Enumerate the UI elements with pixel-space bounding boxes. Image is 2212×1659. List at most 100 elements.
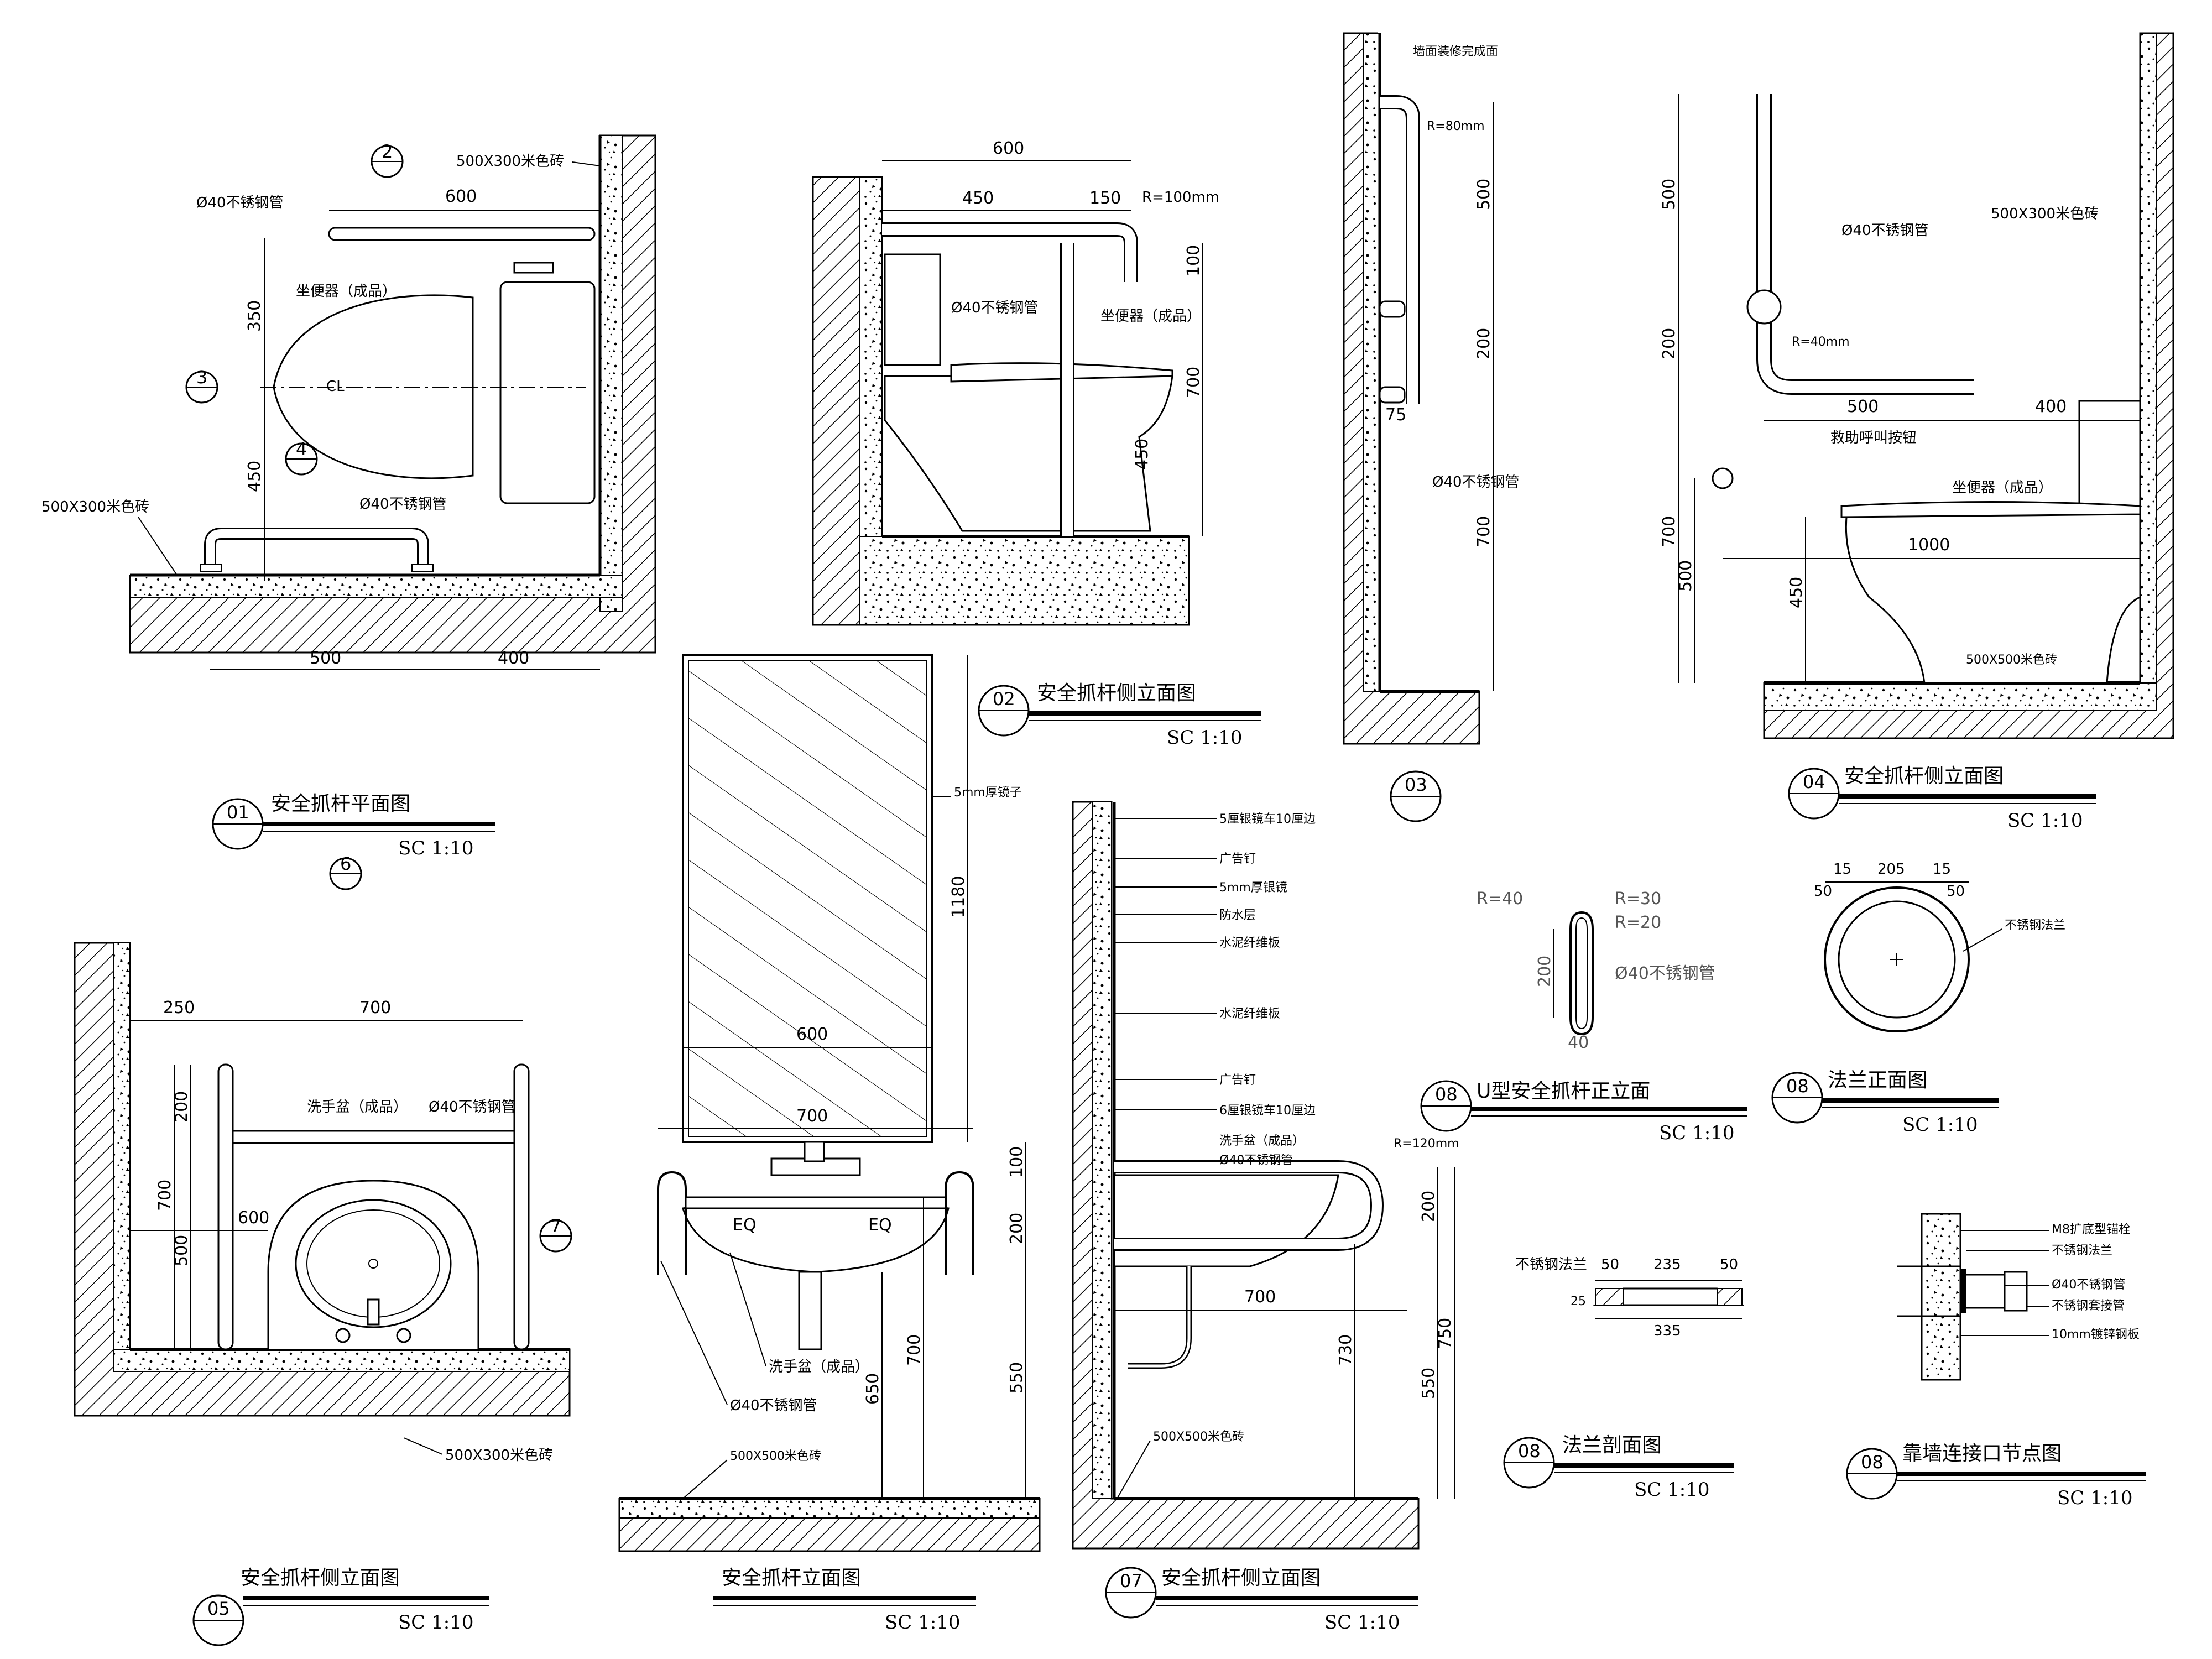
eq-right: EQ	[868, 1215, 892, 1235]
dim-200: 200	[1474, 328, 1494, 359]
dim-100: 100	[1007, 1146, 1026, 1178]
label-flange: 不锈钢法兰	[2005, 919, 2065, 932]
dim-550: 550	[1419, 1368, 1438, 1399]
title-block-06: 安全抓杆立面图 SC 1:10	[713, 1567, 976, 1634]
svg-text:SC 1:10: SC 1:10	[1659, 1122, 1734, 1144]
drawing-07-side-elevation: 700 200 550 730 750 5厘银镜车10厘边 广告钉 5mm厚银镜…	[1072, 801, 1459, 1634]
svg-text:05: 05	[207, 1598, 230, 1619]
dim-200: 200	[1007, 1213, 1026, 1244]
svg-text:08: 08	[1786, 1076, 1809, 1097]
label-7: 广告钉	[1219, 1073, 1256, 1087]
label-tile: 500X300米色砖	[1991, 206, 2099, 222]
dim-200: 200	[1535, 956, 1554, 987]
dim-500: 500	[310, 649, 341, 668]
svg-text:安全抓杆侧立面图: 安全抓杆侧立面图	[1844, 765, 2004, 787]
svg-text:6: 6	[340, 853, 351, 874]
dim-50a: 50	[1601, 1256, 1619, 1273]
label-8: 6厘银镜车10厘边	[1219, 1104, 1316, 1118]
label-r30: R=30	[1615, 889, 1661, 909]
label-finish: 墙面装修完成面	[1413, 45, 1498, 59]
label-2: 不锈钢法兰	[2052, 1244, 2112, 1258]
dim-500: 500	[1660, 179, 1679, 210]
dim-450: 450	[962, 189, 994, 208]
svg-text:08: 08	[1435, 1084, 1458, 1105]
svg-text:安全抓杆侧立面图: 安全抓杆侧立面图	[241, 1567, 400, 1589]
dim-50b: 50	[1947, 883, 1965, 900]
svg-text:2: 2	[382, 141, 393, 162]
label-pipe-bottom: Ø40不锈钢管	[359, 496, 447, 513]
dim-75: 75	[1385, 405, 1406, 425]
drawing-06-front-elevation: 1180 600 700 100 200 550 650 700 5mm厚镜子 …	[618, 654, 1041, 1634]
label-toilet: 坐便器（成品）	[1952, 479, 2053, 496]
section-mark-2: 2	[371, 141, 404, 178]
dim-500c: 500	[1847, 397, 1879, 416]
dim-600: 600	[238, 1208, 269, 1228]
svg-text:SC 1:10: SC 1:10	[398, 1611, 473, 1634]
label-pipe: Ø40不锈钢管	[730, 1397, 817, 1414]
svg-text:SC 1:10: SC 1:10	[885, 1611, 960, 1634]
svg-text:U型安全抓杆正立面: U型安全抓杆正立面	[1477, 1080, 1650, 1103]
label-pipe: Ø40不锈钢管	[429, 1099, 516, 1115]
dim-700: 700	[1184, 367, 1203, 398]
svg-text:SC 1:10: SC 1:10	[1902, 1114, 1978, 1136]
dim-25: 25	[1571, 1295, 1586, 1308]
svg-text:安全抓杆侧立面图: 安全抓杆侧立面图	[1161, 1567, 1321, 1589]
title-block-01: 01 安全抓杆平面图 SC 1:10	[212, 792, 495, 859]
label-floor: 500X500米色砖	[730, 1449, 821, 1463]
svg-text:SC 1:10: SC 1:10	[398, 837, 473, 859]
svg-text:法兰剖面图: 法兰剖面图	[1562, 1434, 1662, 1457]
drawing-02-side-elevation: 600 450 150 100 700 450 R=100mm Ø40不锈钢管 …	[812, 139, 1261, 749]
dim-205: 205	[1877, 861, 1905, 878]
dim-600: 600	[993, 139, 1024, 158]
svg-text:SC 1:10: SC 1:10	[1324, 1611, 1400, 1634]
dim-15b: 15	[1933, 861, 1951, 878]
label-floor: 500X500米色砖	[1153, 1430, 1244, 1444]
dim-100: 100	[1184, 245, 1203, 276]
label-r80: R=80mm	[1427, 119, 1485, 133]
label-flange: 不锈钢法兰	[1515, 1256, 1587, 1273]
label-basin: 洗手盆（成品）	[307, 1099, 408, 1115]
label-6: 水泥纤维板	[1219, 1007, 1280, 1021]
dim-730: 730	[1336, 1334, 1355, 1366]
dim-1180: 1180	[949, 876, 968, 918]
label-pipe: Ø40不锈钢管	[1615, 964, 1715, 983]
title-block-03: 03	[1390, 770, 1442, 822]
svg-text:SC 1:10: SC 1:10	[2007, 810, 2083, 832]
dim-200: 200	[1660, 328, 1679, 359]
dim-650: 650	[863, 1373, 883, 1405]
svg-text:04: 04	[1803, 771, 1825, 792]
dim-450: 450	[1787, 577, 1806, 608]
svg-text:靠墙连接口节点图: 靠墙连接口节点图	[1902, 1442, 2062, 1465]
dim-700b: 700	[155, 1180, 175, 1211]
dim-700: 700	[796, 1107, 828, 1126]
dim-50b: 50	[1720, 1256, 1738, 1273]
dim-600: 600	[445, 187, 477, 206]
dim-335: 335	[1653, 1323, 1681, 1339]
drawing-03-elevation: 500 200 700 75 墙面装修完成面 R=80mm Ø40不锈钢管 03	[1343, 32, 1520, 822]
label-button: 救助呼叫按钮	[1830, 430, 1917, 446]
dim-400: 400	[498, 649, 529, 668]
dim-700: 700	[1474, 516, 1494, 547]
title-block-08-u: 08 U型安全抓杆正立面 SC 1:10	[1420, 1080, 1747, 1144]
label-tile-left: 500X300米色砖	[41, 499, 149, 515]
dim-1000: 1000	[1908, 535, 1950, 555]
svg-text:SC 1:10: SC 1:10	[1167, 727, 1242, 749]
title-block-08-flange-front: 08 法兰正面图 SC 1:10	[1771, 1069, 1999, 1136]
dim-600: 600	[796, 1025, 828, 1044]
drawing-08-flange-front: 15 205 15 50 50 不锈钢法兰 08 法兰正面图 SC 1:10	[1771, 861, 2065, 1136]
label-1: M8扩底型锚栓	[2052, 1223, 2131, 1237]
section-mark-7: 7	[539, 1215, 572, 1253]
label-tile: 500X300米色砖	[456, 153, 564, 170]
svg-text:08: 08	[1518, 1441, 1541, 1462]
dim-250: 250	[163, 998, 195, 1018]
label-5: 水泥纤维板	[1219, 936, 1280, 950]
svg-text:03: 03	[1405, 774, 1427, 795]
drawing-08-flange-section: 不锈钢法兰 50 235 50 335 25 08 法兰剖面图 SC 1:10	[1503, 1256, 1745, 1501]
svg-text:4: 4	[296, 439, 307, 460]
svg-text:法兰正面图: 法兰正面图	[1828, 1069, 1927, 1092]
svg-text:02: 02	[993, 688, 1015, 709]
svg-text:07: 07	[1120, 1571, 1142, 1592]
label-1: 5厘银镜车10厘边	[1219, 812, 1316, 826]
label-pipe: Ø40不锈钢管	[951, 300, 1039, 316]
label-floor: 500X500米色砖	[1966, 653, 2057, 667]
